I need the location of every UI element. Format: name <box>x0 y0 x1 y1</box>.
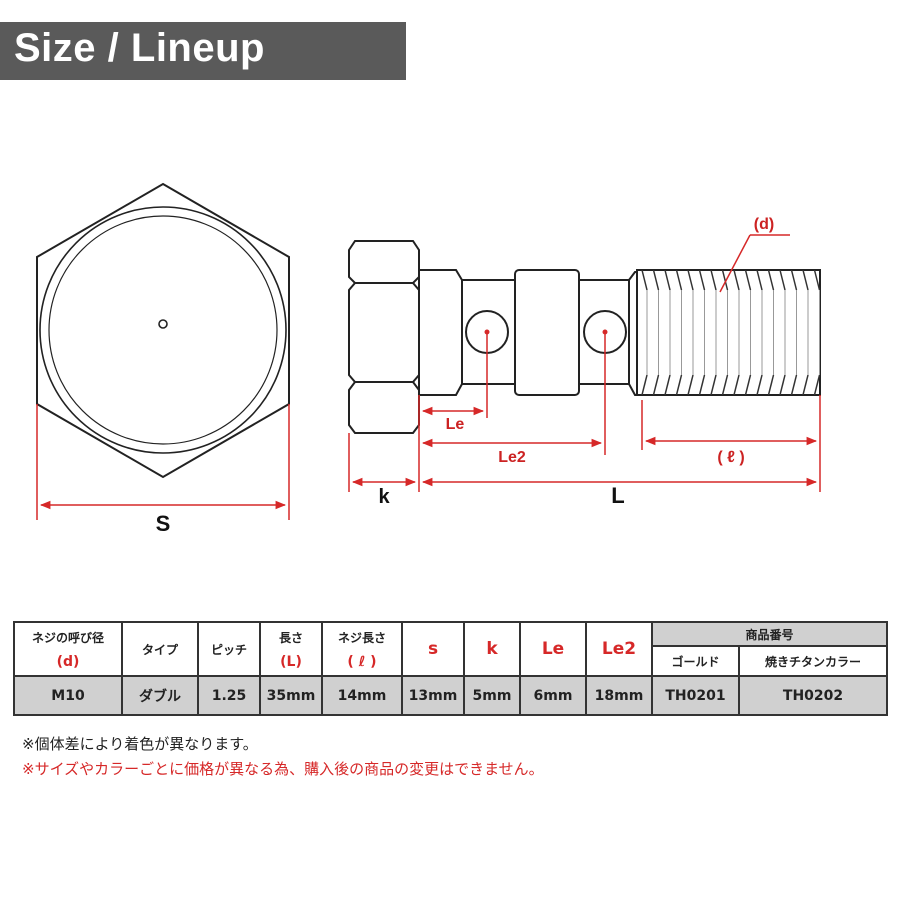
dimension-lines <box>348 234 821 492</box>
hex-end-view <box>36 182 290 479</box>
label-k: k <box>378 486 390 508</box>
header-thread-length: ネジ長さ ( ℓ ) <box>321 621 403 677</box>
bolt-diagram: S Le Le2 ( ℓ ) ( <box>36 182 821 536</box>
header-le2: Le2 <box>585 621 653 677</box>
label-le2: Le2 <box>498 449 526 466</box>
header-pitch: ピッチ <box>197 621 261 677</box>
label-thread-length: ( ℓ ) <box>717 449 744 466</box>
label-le: Le <box>446 416 465 433</box>
dimension-s <box>36 404 290 520</box>
label-L: L <box>611 483 624 508</box>
note-color-variation: ※個体差により着色が異なります。 <box>22 735 258 753</box>
header-length: 長さ (L) <box>259 621 323 677</box>
header-gold: ゴールド <box>651 645 740 677</box>
note-no-exchange: ※サイズやカラーごとに価格が異なる為、購入後の商品の変更はできません。 <box>22 760 544 778</box>
label-d: (d) <box>754 216 774 233</box>
bolt-side-view <box>348 240 821 434</box>
section-banner: Size / Lineup <box>0 22 406 80</box>
header-le: Le <box>519 621 587 677</box>
header-d: ネジの呼び径 (d) <box>13 621 123 677</box>
table-row: M10 ダブル 1.25 35mm 14mm 13mm 5mm 6mm 18mm… <box>13 675 889 716</box>
label-s: S <box>156 511 171 536</box>
header-k: k <box>463 621 521 677</box>
spec-table: ネジの呼び径 (d) タイプ ピッチ 長さ (L) ネジ長さ ( ℓ ) s k… <box>13 621 889 716</box>
header-product-number: 商品番号 <box>650 621 889 647</box>
section-title: Size / Lineup <box>14 26 265 70</box>
header-burnt-titanium: 焼きチタンカラー <box>737 645 889 677</box>
header-type: タイプ <box>121 621 199 677</box>
header-s: s <box>401 621 465 677</box>
thread-lines <box>641 269 821 396</box>
